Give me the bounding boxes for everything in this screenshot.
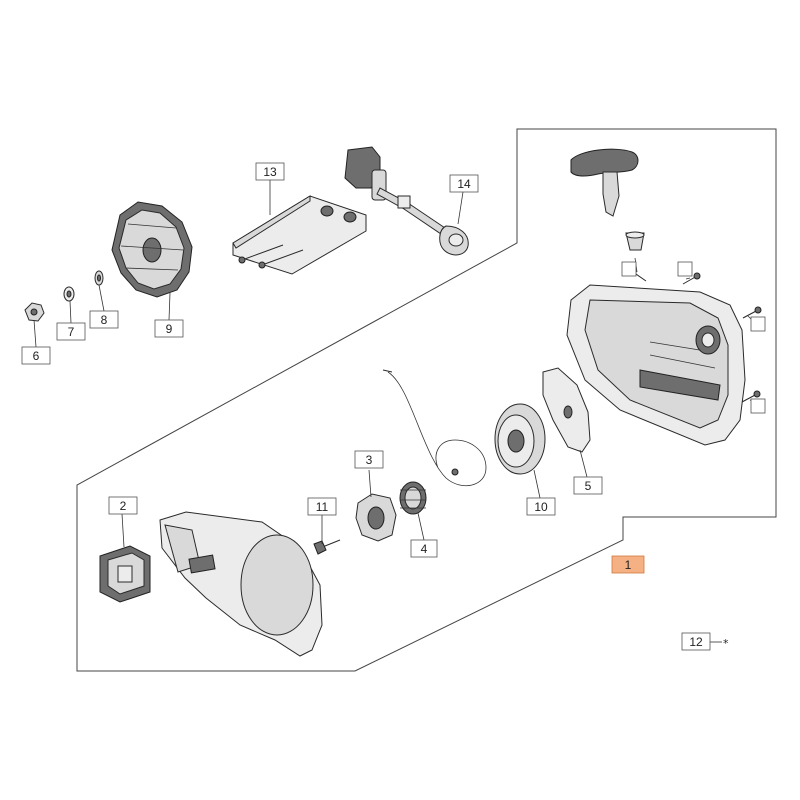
assembly-outline [76,128,777,672]
part-spring-4 [399,481,427,515]
callout-11: 11 [307,497,337,516]
part-washer-8 [94,270,104,286]
callout-label: 12 [689,635,703,649]
part-fan-cover [159,511,323,657]
part-flywheel-9 [111,201,193,298]
part-cup-3 [355,493,397,542]
star-box [750,316,766,332]
callout-label: 10 [534,500,548,514]
callout-label: 2 [120,499,127,513]
callout-label: 5 [585,479,592,493]
star-box [621,261,637,277]
part-pulley-10 [494,403,546,475]
callout-8: 8 [89,310,119,329]
callout-4: 4 [410,539,438,558]
part-screw-11 [313,539,341,555]
callout-label: 3 [366,453,373,467]
part-screw-star-2 [682,272,701,285]
callout-14: 14 [449,174,479,193]
callout-6: 6 [21,346,51,365]
callout-label: 8 [101,313,108,327]
part-screw-star-4 [741,390,761,403]
callout-label: 14 [457,177,471,191]
part-plate-5 [542,367,591,453]
leader-lines [33,180,756,643]
callout-label: 7 [68,325,75,339]
star-marker: * [723,637,729,650]
callout-1: 1 [611,555,645,574]
star-box [750,398,766,414]
part-starter-handle [570,148,645,251]
part-boot-2 [99,545,151,603]
callout-label: 13 [263,165,277,179]
callout-2: 2 [108,496,138,515]
callout-12: 12 [681,632,711,651]
part-starter-rope [382,369,487,487]
callout-13: 13 [255,162,285,181]
callout-3: 3 [354,450,384,469]
part-screw-star-3 [742,306,762,319]
callout-label: 11 [316,500,329,514]
callout-label: 4 [421,542,428,556]
callout-9: 9 [154,319,184,338]
callout-7: 7 [56,322,86,341]
callout-label: 1 [625,558,632,572]
part-nut-6 [24,302,45,322]
part-linkage-14 [344,146,469,256]
callout-label: 6 [33,349,40,363]
part-starter-housing [566,284,746,446]
callout-10: 10 [526,497,556,516]
callout-5: 5 [573,476,603,495]
callout-label: 9 [166,322,173,336]
star-box [677,261,693,277]
part-bracket-13 [232,195,367,275]
part-washer-7 [63,286,75,302]
